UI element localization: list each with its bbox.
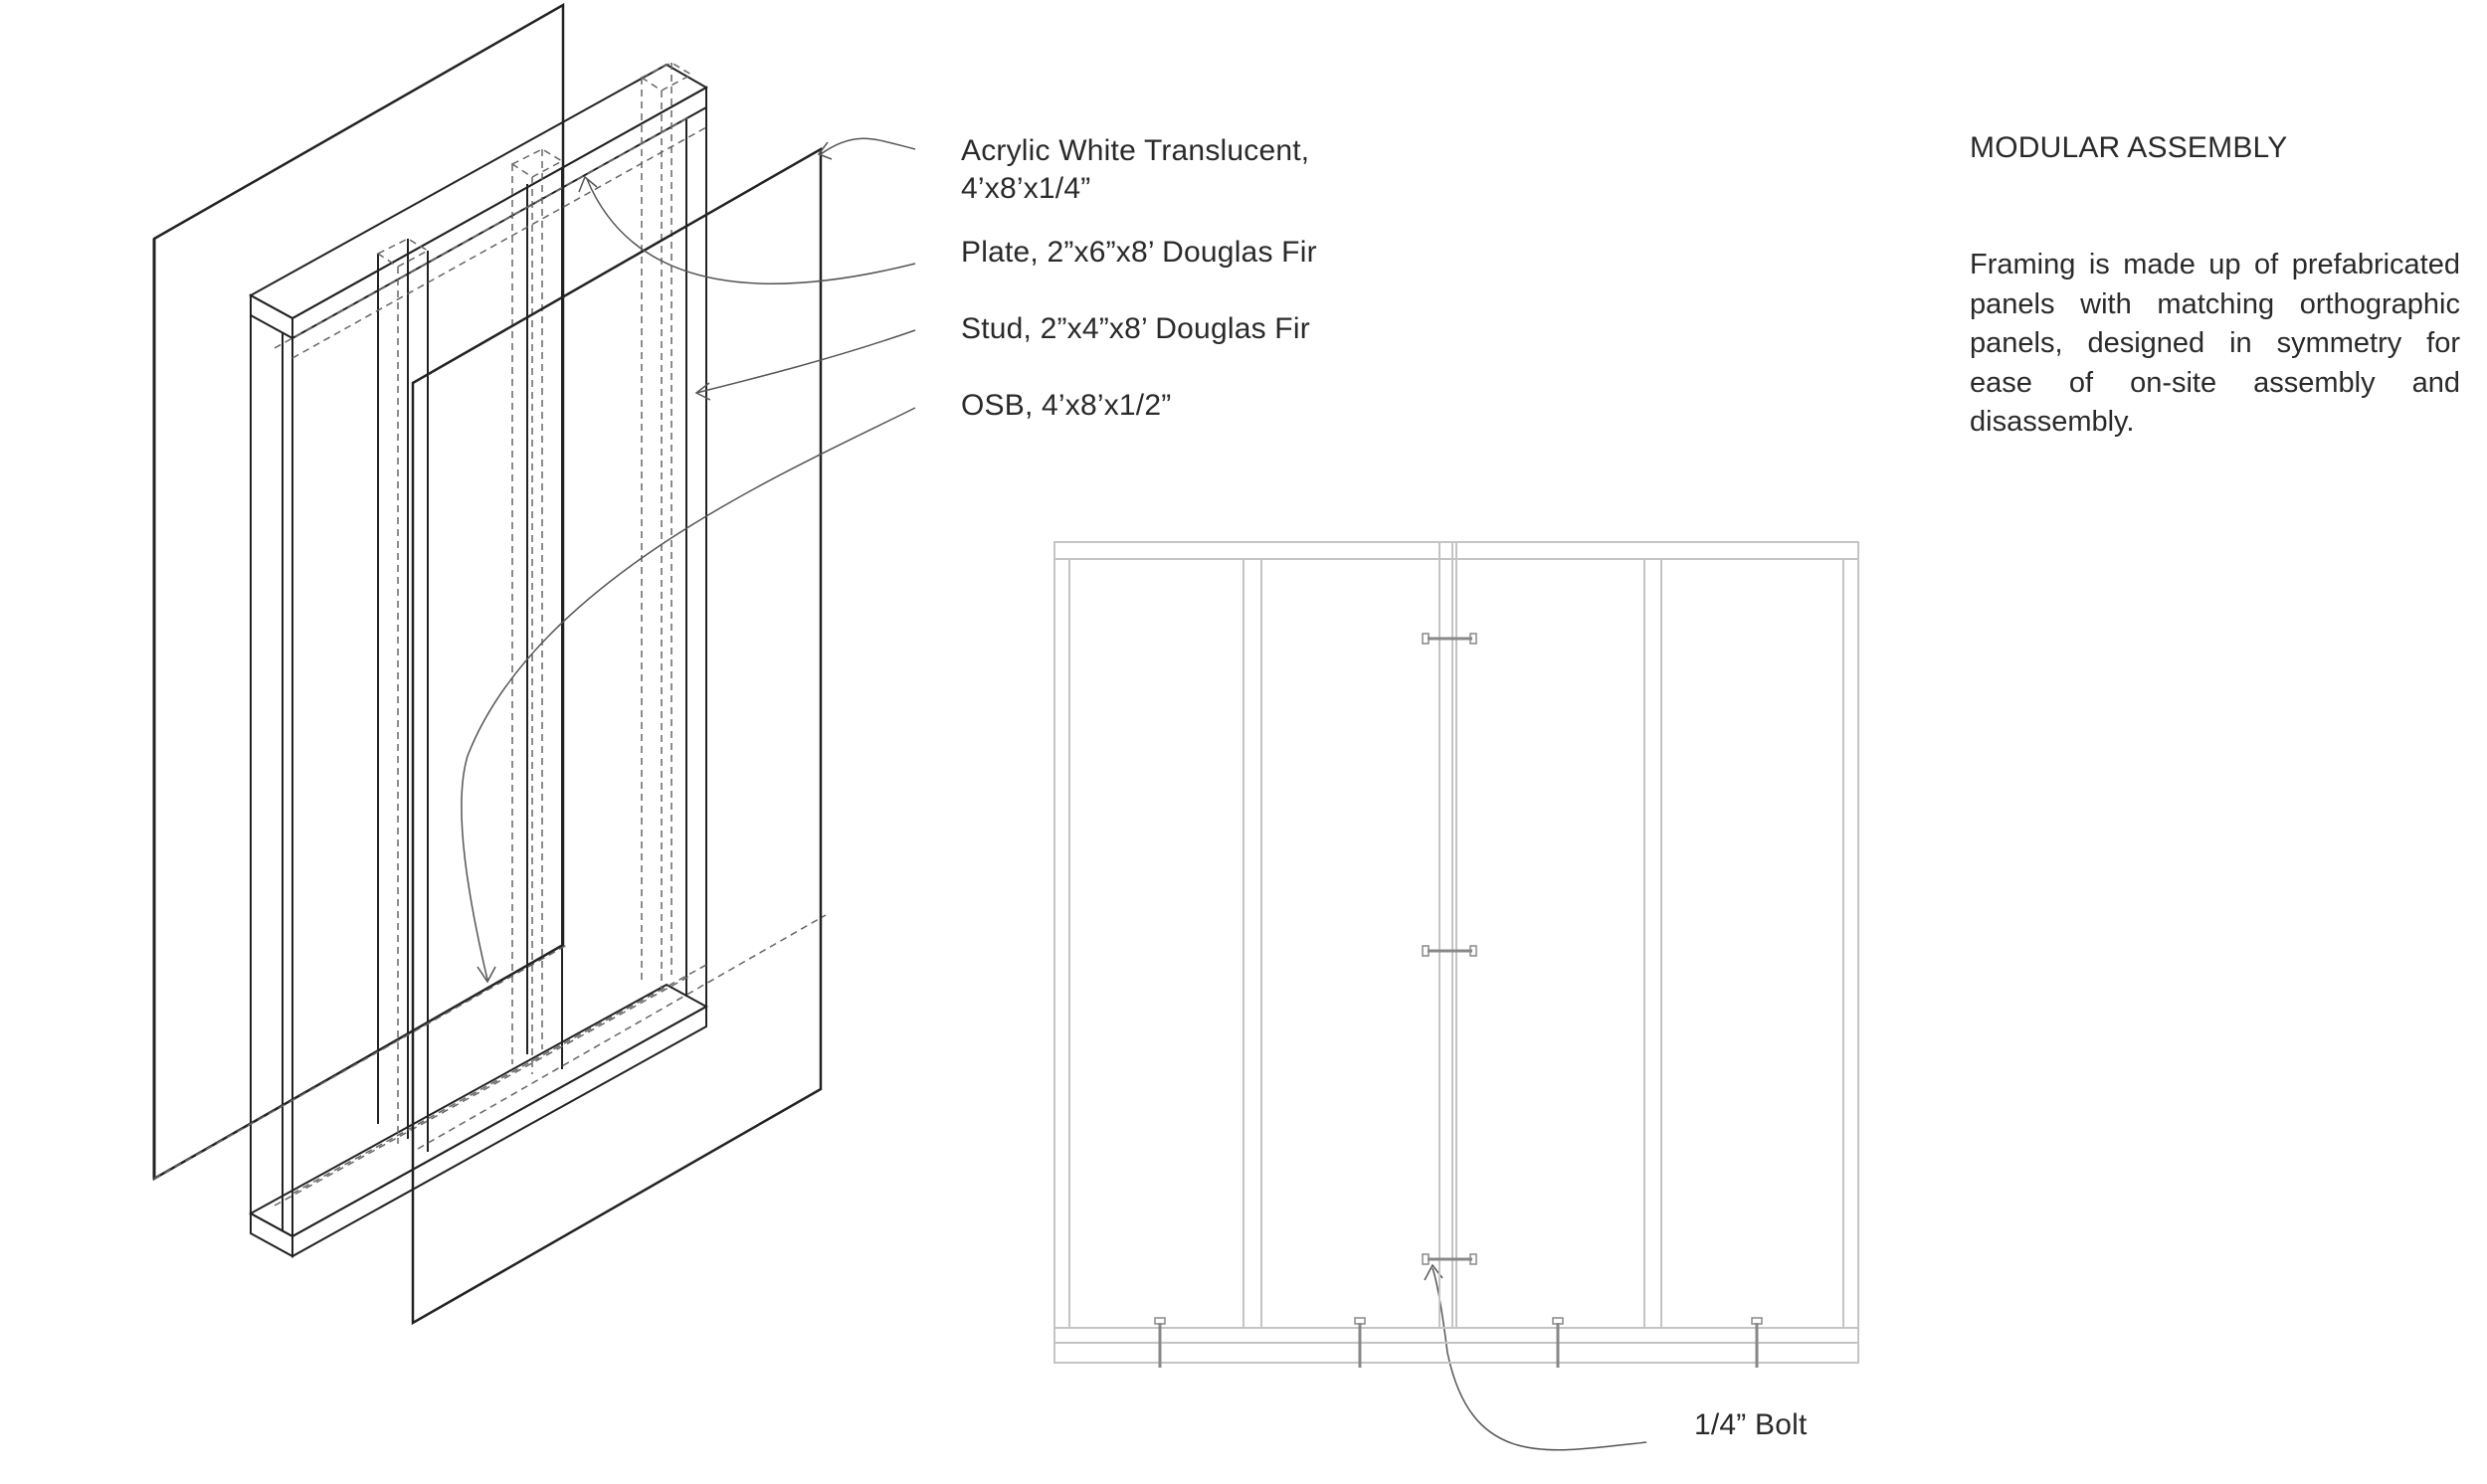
osb-arrowhead — [477, 966, 496, 984]
stud-leader — [695, 329, 916, 394]
bolt-horizontal-3 — [1422, 1253, 1477, 1265]
bolt-horizontal-1 — [1422, 633, 1477, 645]
stud-arrowhead — [694, 382, 711, 401]
osb-leader — [461, 407, 916, 981]
acrylic-label-line2: 4’x8’x1/4” — [961, 172, 1091, 205]
hidden-lines — [153, 62, 827, 1206]
axonometric-exploded-view — [152, 2, 827, 1326]
bolt-vertical-1 — [1154, 1317, 1166, 1368]
bolts — [1154, 633, 1763, 1368]
section-heading: MODULAR ASSEMBLY — [1970, 131, 2288, 164]
section-description: Framing is made up of prefabricated pane… — [1970, 249, 2460, 438]
acrylic-arrowhead — [817, 141, 833, 160]
bolt-horizontal-2 — [1422, 945, 1477, 957]
bolt-label: 1/4” Bolt — [1694, 1408, 1808, 1441]
bolt-vertical-4 — [1751, 1317, 1763, 1368]
acrylic-label-line1: Acrylic White Translucent, — [961, 134, 1310, 167]
bolt-vertical-3 — [1552, 1317, 1564, 1368]
osb-panel — [411, 146, 823, 1326]
bolt-vertical-2 — [1354, 1317, 1366, 1368]
osb-label: OSB, 4’x8’x1/2” — [961, 389, 1172, 422]
bolt-leader — [1432, 1267, 1647, 1451]
framing-elevation — [1053, 541, 1859, 1364]
acrylic-panel — [152, 2, 565, 1182]
leader-lines — [461, 137, 1647, 1451]
plate-arrowhead — [578, 175, 598, 193]
stud-label: Stud, 2”x4”x8’ Douglas Fir — [961, 312, 1310, 345]
plate-leader — [586, 178, 916, 284]
plate-label: Plate, 2”x6”x8’ Douglas Fir — [961, 236, 1317, 269]
acrylic-leader — [820, 137, 916, 155]
stud-frame — [248, 63, 709, 1258]
